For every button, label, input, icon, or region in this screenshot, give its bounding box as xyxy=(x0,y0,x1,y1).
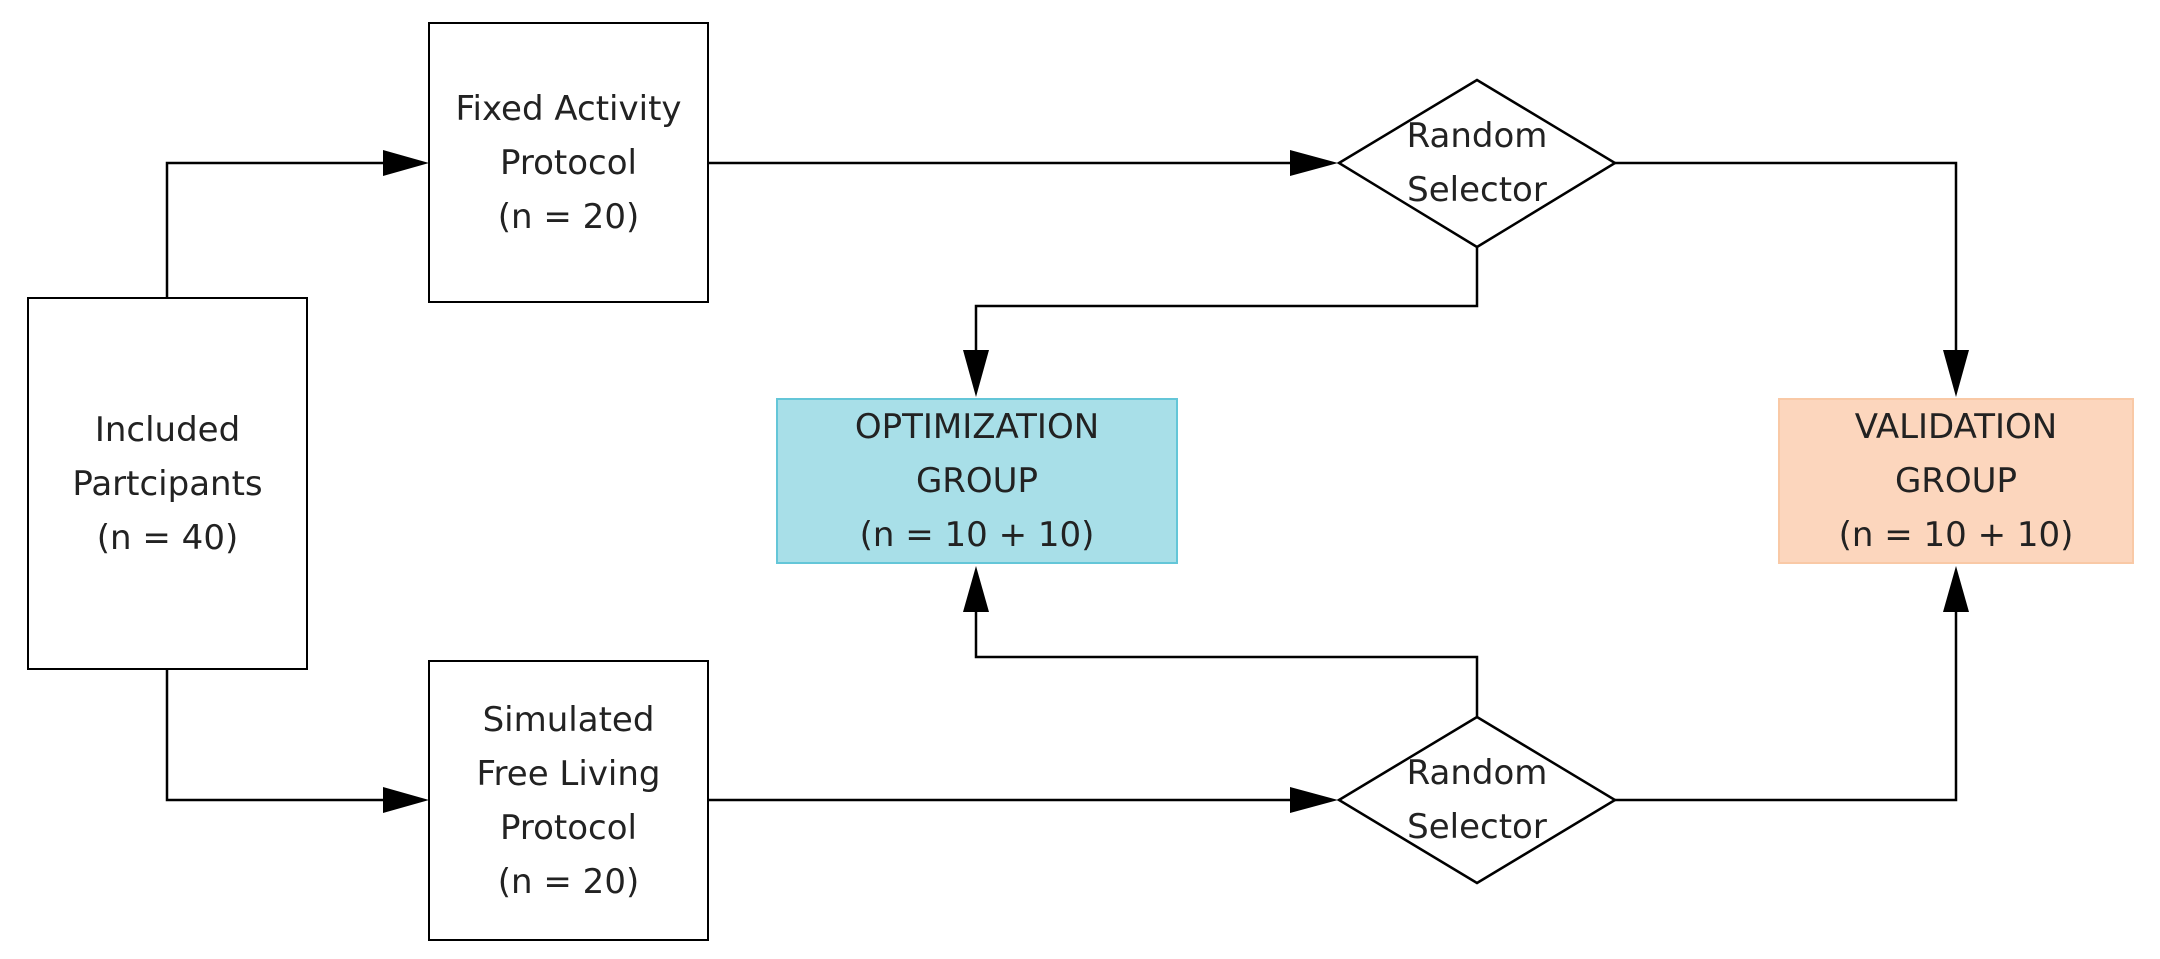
optimization-group-box: OPTIMIZATION GROUP (n = 10 + 10) xyxy=(776,398,1178,564)
selector-bottom-line-1: Random xyxy=(1406,753,1548,793)
simulated-line-1: Simulated xyxy=(482,699,655,740)
selector-bottom-line-2: Selector xyxy=(1407,807,1547,847)
simulated-line-2: Free Living xyxy=(476,753,661,794)
included-line-2: Partcipants xyxy=(72,463,263,504)
validation-line-1: VALIDATION xyxy=(1854,407,2058,447)
optimization-line-2: GROUP xyxy=(915,461,1039,501)
simulated-line-4: (n = 20) xyxy=(497,861,640,902)
fixed-line-1: Fixed Activity xyxy=(455,88,682,129)
arrowhead-validation-bottom xyxy=(1943,566,1969,612)
random-selector-bottom-label: Random Selector xyxy=(1367,746,1587,854)
arrowhead-selector-bottom xyxy=(1290,787,1338,813)
fixed-line-2: Protocol xyxy=(499,142,637,183)
simulated-line-3: Protocol xyxy=(499,807,637,848)
selector-top-line-1: Random xyxy=(1406,116,1548,156)
included-line-1: Included xyxy=(94,409,241,450)
connector-bottom-selector-to-optimization xyxy=(974,612,1479,717)
validation-line-2: GROUP xyxy=(1894,461,2018,501)
included-line-3: (n = 40) xyxy=(96,517,239,558)
connector-top-selector-to-validation xyxy=(1615,161,1958,350)
fixed-line-3: (n = 20) xyxy=(497,196,640,237)
random-selector-bottom-shape xyxy=(1336,715,1618,885)
arrowhead-validation-top xyxy=(1943,350,1969,397)
optimization-line-3: (n = 10 + 10) xyxy=(859,515,1095,555)
selector-top-line-2: Selector xyxy=(1407,170,1547,210)
random-selector-top-shape xyxy=(1336,78,1618,249)
arrowhead-optimization-top xyxy=(963,350,989,397)
arrowhead-fixed xyxy=(383,150,429,176)
connector-top-selector-to-optimization xyxy=(974,247,1479,350)
arrowhead-simulated xyxy=(383,787,429,813)
arrowhead-optimization-bottom xyxy=(963,566,989,612)
included-participants-box: Included Partcipants (n = 40) xyxy=(27,297,308,670)
connector-included-to-fixed xyxy=(165,161,383,297)
validation-line-3: (n = 10 + 10) xyxy=(1838,515,2074,555)
validation-group-box: VALIDATION GROUP (n = 10 + 10) xyxy=(1778,398,2134,564)
arrowhead-selector-top xyxy=(1290,150,1338,176)
simulated-free-living-protocol-box: Simulated Free Living Protocol (n = 20) xyxy=(428,660,709,941)
connector-bottom-selector-to-validation xyxy=(1615,612,1958,802)
random-selector-top-label: Random Selector xyxy=(1367,109,1587,217)
fixed-activity-protocol-box: Fixed Activity Protocol (n = 20) xyxy=(428,22,709,303)
connector-included-to-simulated xyxy=(165,670,383,802)
optimization-line-1: OPTIMIZATION xyxy=(854,407,1100,447)
